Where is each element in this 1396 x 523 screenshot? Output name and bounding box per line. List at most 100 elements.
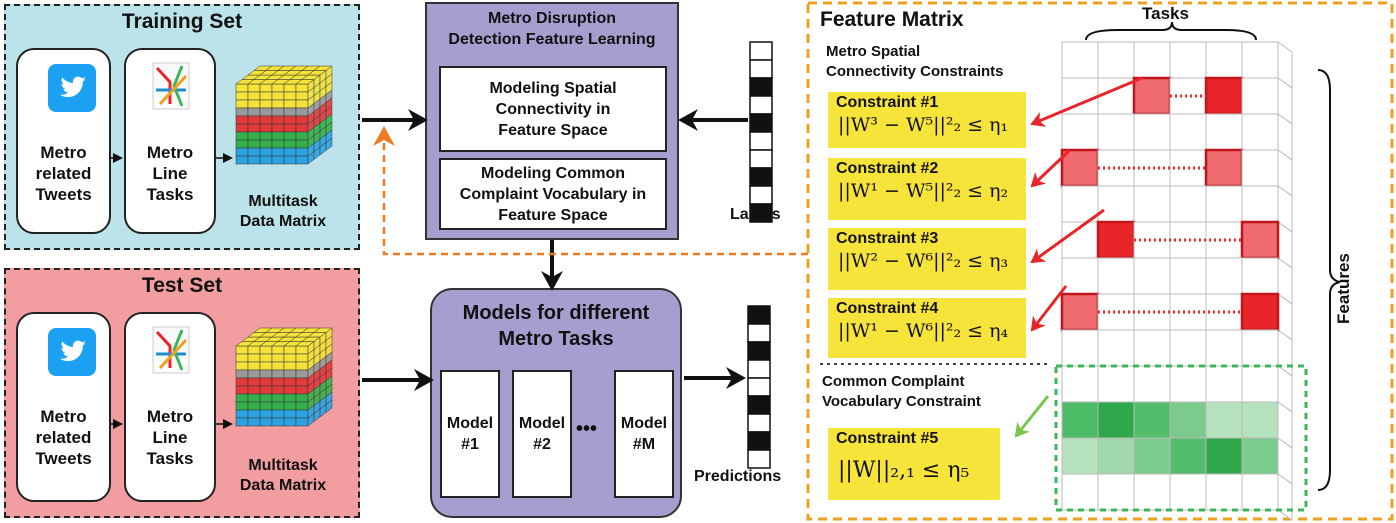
feature-cell xyxy=(1133,113,1171,151)
feature-cell xyxy=(1169,473,1207,511)
feature-cell xyxy=(1205,365,1243,403)
multitask-data-matrix-label: Multitask Data Matrix xyxy=(239,193,327,230)
constraint-5: Constraint #5 ||W||₂,₁ ≤ η₅ xyxy=(828,428,1000,500)
feature-cell xyxy=(1205,41,1243,79)
feature-cell xyxy=(1205,473,1243,511)
selected-feature-cell xyxy=(1204,76,1244,116)
feature-cell xyxy=(1241,473,1279,511)
feature-cell xyxy=(1169,41,1207,79)
model-box-m: Model #M xyxy=(614,370,674,498)
feature-cell xyxy=(1205,257,1243,295)
vector-cell xyxy=(747,341,771,361)
constraint-1: Constraint #1 ||W³ − W⁵||²₂ ≤ η₁ xyxy=(828,92,1026,148)
twitter-icon xyxy=(48,328,96,376)
constraint-1-title: Constraint #1 xyxy=(836,94,939,111)
feature-cell xyxy=(1097,401,1135,439)
constraint-2-formula: ||W¹ − W⁵||²₂ ≤ η₂ xyxy=(838,180,1009,202)
tasks-card: Metro Line Tasks xyxy=(124,48,216,234)
feature-cell xyxy=(1061,41,1099,79)
vector-cell xyxy=(747,359,771,379)
feature-matrix-feedback-arrow xyxy=(373,126,808,256)
feature-cell xyxy=(1097,437,1135,475)
vector-cell xyxy=(749,185,773,205)
training-set-title: Training Set xyxy=(121,10,243,33)
feature-cell xyxy=(1061,401,1099,439)
constraint-2-arrow xyxy=(1030,148,1072,188)
constraint-3-title: Constraint #3 xyxy=(836,230,939,247)
models-title: Models for different Metro Tasks xyxy=(462,302,650,350)
vector-cell xyxy=(749,131,773,151)
constraint-5-title: Constraint #5 xyxy=(836,430,939,447)
selected-feature-cell xyxy=(1060,292,1100,332)
vector-cell xyxy=(749,167,773,187)
vector-cell xyxy=(749,149,773,169)
tasks-label: Metro Line Tasks xyxy=(146,407,194,468)
constraint-1-formula: ||W³ − W⁵||²₂ ≤ η₁ xyxy=(838,114,1009,136)
tweets-card: Metro related Tweets xyxy=(16,48,111,234)
tweets-card: Metro related Tweets xyxy=(16,312,111,502)
feature-cell xyxy=(1133,473,1171,511)
feature-cell xyxy=(1169,113,1207,151)
feature-cell xyxy=(1241,257,1279,295)
selected-feature-cell xyxy=(1204,148,1244,188)
metro-map-icon xyxy=(152,62,190,110)
vocab-region-frame xyxy=(1054,364,1308,512)
feature-cell xyxy=(1241,401,1279,439)
features-brace xyxy=(1317,69,1341,491)
feature-cell xyxy=(1097,473,1135,511)
vector-cell xyxy=(747,413,771,433)
feature-cell xyxy=(1097,41,1135,79)
constraint-1-arrow xyxy=(1030,76,1143,127)
feature-cell xyxy=(1169,257,1207,295)
tasks-label: Tasks xyxy=(1142,4,1189,23)
models-box: Models for different Metro Tasks Model #… xyxy=(430,288,682,518)
model-box-1: Model #1 xyxy=(440,370,500,498)
feature-cell xyxy=(1205,113,1243,151)
feature-cell xyxy=(1061,437,1099,475)
vector-cell xyxy=(749,41,773,61)
vector-cell xyxy=(747,305,771,325)
feature-learning-box: Metro Disruption Detection Feature Learn… xyxy=(425,2,679,240)
model-box-2: Model #2 xyxy=(512,370,572,498)
constraint-3-formula: ||W² − W⁶||²₂ ≤ η₃ xyxy=(838,250,1009,272)
twitter-icon xyxy=(48,64,96,112)
predictions-caption: Predictions xyxy=(694,468,782,485)
multitask-data-cube xyxy=(235,65,333,165)
constraint-3: Constraint #3 ||W² − W⁶||²₂ ≤ η₃ xyxy=(828,228,1026,290)
feature-cell xyxy=(1097,113,1135,151)
labels-caption: Labels xyxy=(730,206,781,223)
feature-cell xyxy=(1169,329,1207,367)
vector-cell xyxy=(747,449,771,469)
constraint-2: Constraint #2 ||W¹ − W⁵||²₂ ≤ η₂ xyxy=(828,158,1026,220)
feature-cell xyxy=(1241,329,1279,367)
vector-cell xyxy=(749,59,773,79)
feature-cell xyxy=(1241,77,1279,115)
predictions-vector xyxy=(747,305,771,469)
tasks-brace xyxy=(1085,21,1257,41)
training-set-panel: Training Set Metro related Tweets Metro … xyxy=(4,4,360,250)
tweets-label: Metro related Tweets xyxy=(35,407,92,468)
feature-cell xyxy=(1097,365,1135,403)
feature-cell xyxy=(1061,113,1099,151)
labels-vector xyxy=(749,41,773,223)
feature-cell xyxy=(1061,473,1099,511)
constraint-4-arrow xyxy=(1030,285,1068,332)
cube-side-cell xyxy=(325,399,333,413)
feature-cell xyxy=(1205,185,1243,223)
feature-cell xyxy=(1061,329,1099,367)
spatial-connectivity-box: Modeling Spatial Connectivity in Feature… xyxy=(439,66,667,152)
feature-cell xyxy=(1133,329,1171,367)
tweets-label: Metro related Tweets xyxy=(35,143,92,204)
feature-cell xyxy=(1097,185,1135,223)
vector-cell xyxy=(749,95,773,115)
constraint-2-title: Constraint #2 xyxy=(836,160,939,177)
feature-matrix-frame xyxy=(806,1,1394,521)
complaint-vocabulary-box: Modeling Common Complaint Vocabulary in … xyxy=(439,158,667,230)
feature-cell xyxy=(1241,365,1279,403)
vector-cell xyxy=(749,113,773,133)
feature-cell xyxy=(1097,257,1135,295)
tasks-card: Metro Line Tasks xyxy=(124,312,216,502)
feature-cell xyxy=(1169,365,1207,403)
feature-cell xyxy=(1133,185,1171,223)
feature-cell xyxy=(1241,113,1279,151)
